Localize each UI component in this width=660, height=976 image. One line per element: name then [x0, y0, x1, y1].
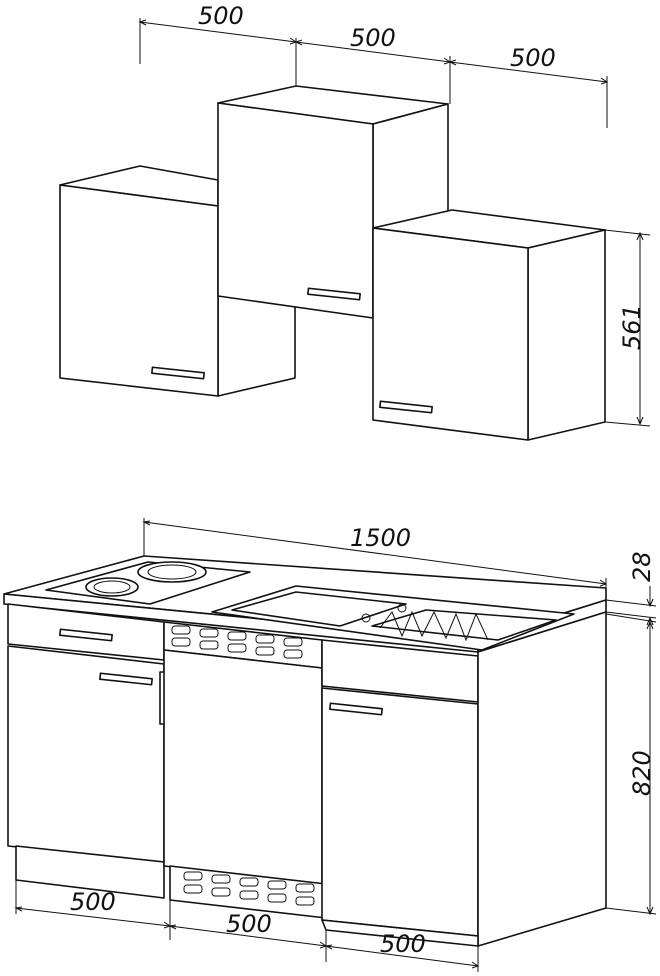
hob [45, 561, 251, 605]
cabinet-handle [379, 400, 433, 414]
side-panel [477, 611, 607, 947]
total-width-dimension [142, 518, 608, 600]
total-width-label: 1500 [350, 524, 411, 552]
base-height-label: 820 [628, 750, 656, 796]
fridge-door [163, 649, 323, 885]
sink [211, 585, 575, 651]
worktop-thickness-dimension [605, 586, 657, 636]
ventilation-grille [183, 871, 315, 906]
base-width-1-label: 500 [70, 888, 116, 916]
upper-width-2-label: 500 [350, 24, 396, 52]
upper-cabinet-right [372, 209, 606, 441]
upper-width-1-label: 500 [198, 2, 244, 30]
door-handle [329, 702, 383, 716]
upper-width-3-label: 500 [510, 44, 556, 72]
upper-dimension-lines [138, 18, 609, 128]
base-unit [3, 555, 607, 947]
base-width-2-label: 500 [226, 910, 272, 938]
cabinet-handle [151, 366, 205, 380]
base-width-3-label: 500 [380, 930, 426, 958]
door-front-right [321, 687, 479, 937]
drawer-handle [59, 628, 113, 642]
door-handle [99, 672, 153, 686]
plinth [15, 845, 165, 899]
upper-height-label: 561 [618, 304, 646, 350]
upper-height-dimension [604, 229, 651, 427]
base-height-dimension [605, 613, 657, 916]
cabinet-handle [307, 287, 361, 301]
base-width-dimensions [14, 880, 480, 972]
worktop-thickness-label: 28 [628, 551, 656, 582]
ventilation-grille [171, 625, 303, 659]
